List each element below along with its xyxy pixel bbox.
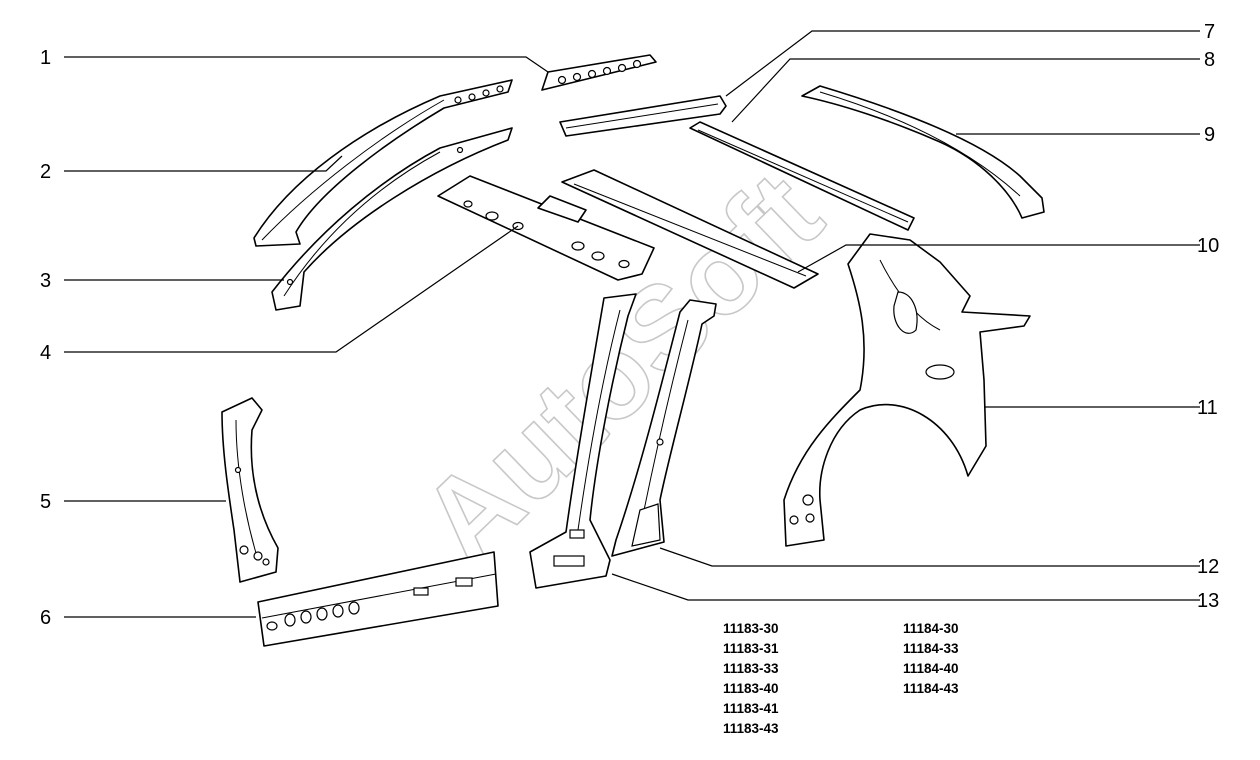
leader-1 (64, 56, 549, 73)
callout-4: 4 (40, 342, 51, 364)
leader-lines (64, 30, 1200, 618)
model-code: 11184-40 (903, 661, 959, 676)
model-code: 11183-31 (723, 641, 779, 656)
callout-2: 2 (40, 161, 51, 183)
model-codes-right: 11184-30 11184-33 11184-40 11184-43 (903, 619, 959, 699)
model-code: 11183-41 (723, 701, 779, 716)
model-code: 11183-30 (723, 621, 779, 636)
part-2-front-roof-rail (253, 79, 513, 247)
model-code: 11183-40 (723, 681, 779, 696)
part-12-center-pillar-inner (611, 299, 717, 557)
leader-13 (611, 573, 1200, 601)
part-9-rear-roof-rail (801, 85, 1045, 219)
model-code: 11183-33 (723, 661, 779, 676)
callout-3: 3 (40, 270, 51, 292)
model-code: 11184-30 (903, 621, 959, 636)
part-1-roof-reinforcement (541, 54, 657, 91)
part-5-front-pillar (221, 397, 279, 583)
leader-12 (659, 547, 1200, 567)
part-11-rear-quarter-inner (783, 233, 1031, 547)
callout-8: 8 (1204, 49, 1215, 71)
part-10-roof-inner-rail (561, 169, 819, 289)
callout-6: 6 (40, 607, 51, 629)
callout-numbers: 1 2 3 4 5 6 7 8 9 10 11 12 13 (40, 21, 1219, 629)
callout-11: 11 (1197, 397, 1218, 419)
callout-5: 5 (40, 491, 51, 513)
model-codes-left: 11183-30 11183-31 11183-33 11183-40 1118… (723, 619, 779, 739)
model-code: 11184-33 (903, 641, 959, 656)
callout-13: 13 (1197, 590, 1219, 612)
model-code: 11184-43 (903, 681, 959, 696)
part-7-roof-bow (559, 95, 727, 137)
leader-8 (731, 58, 1200, 123)
part-3-front-roof-rail-inner (271, 127, 513, 311)
part-8-roof-side-rail (689, 121, 915, 231)
part-13-center-pillar-outer (529, 293, 637, 589)
leader-4 (64, 225, 519, 353)
leader-2 (64, 155, 343, 172)
part-6-sill-panel (257, 551, 499, 647)
callout-12: 12 (1197, 556, 1219, 578)
callout-7: 7 (1204, 21, 1215, 43)
callout-10: 10 (1197, 235, 1219, 257)
model-code: 11183-43 (723, 721, 779, 736)
leader-10 (797, 244, 1200, 273)
callout-1: 1 (40, 47, 51, 69)
callout-9: 9 (1204, 124, 1215, 146)
leader-7 (725, 30, 1200, 97)
